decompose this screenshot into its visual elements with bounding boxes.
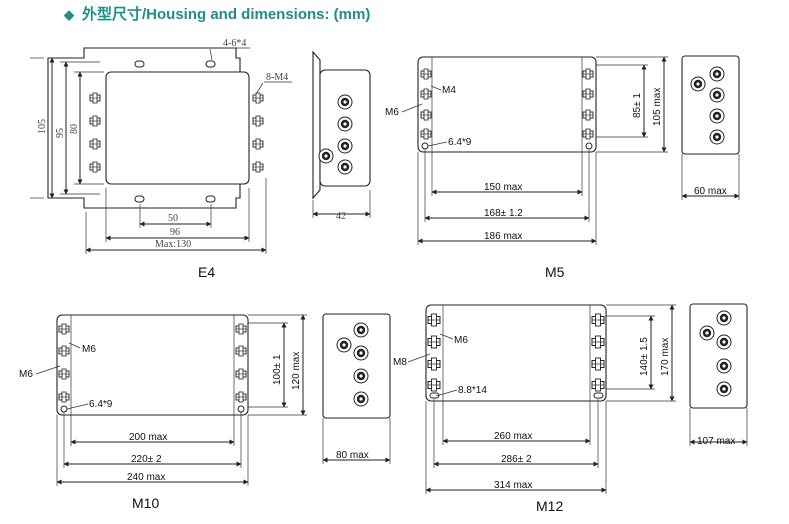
diamond-bullet-icon: ◆ xyxy=(64,7,74,22)
m5-height-105: 105 max xyxy=(652,88,663,126)
m5-body xyxy=(417,56,597,153)
m12-body xyxy=(425,304,607,402)
m12-width-314: 314 max xyxy=(494,480,532,491)
m5-hole-label: 6.4*9 xyxy=(448,137,472,148)
m5-m4-label: M4 xyxy=(442,85,456,96)
mounting-hole-icon xyxy=(585,142,593,150)
m10-m6-label-b: M6 xyxy=(19,369,33,380)
m10-m6-label-a: M6 xyxy=(82,344,96,355)
m5-caption: M5 xyxy=(545,264,565,280)
m5-m6-label: M6 xyxy=(385,107,399,118)
m12-hole-label: 8.8*14 xyxy=(458,385,487,396)
mounting-hole-icon xyxy=(205,60,216,68)
m10-drawing: M6 M6 6.4*9 200 max 220± 2 240 max 100± … xyxy=(19,313,391,511)
m12-caption: M12 xyxy=(536,498,563,514)
mounting-hole-icon xyxy=(134,195,145,203)
m5-height-85: 85± 1 xyxy=(632,93,643,118)
e4-width-96: 96 xyxy=(170,227,180,238)
mounting-hole-icon xyxy=(205,195,216,203)
m12-m6-label: M6 xyxy=(454,335,468,346)
e4-width-max: Max:130 xyxy=(155,239,191,250)
m5-width-150: 150 max xyxy=(484,182,522,193)
e4-width-50: 50 xyxy=(168,213,178,224)
m12-drawing: M6 M8 8.8*14 260 max 286± 2 314 max 140±… xyxy=(393,303,748,514)
m10-width-220: 220± 2 xyxy=(131,454,162,465)
e4-body xyxy=(105,71,250,185)
section-header: ◆ 外型尺寸/Housing and dimensions: (mm) xyxy=(64,3,370,24)
m12-height-140: 140± 1.5 xyxy=(639,337,650,376)
m10-height-100: 100± 1 xyxy=(272,354,283,385)
m10-hole-label: 6.4*9 xyxy=(89,399,113,410)
header-title: 外型尺寸/Housing and dimensions: (mm) xyxy=(82,6,371,23)
m12-m8-label: M8 xyxy=(393,357,407,368)
m12-width-260: 260 max xyxy=(494,431,532,442)
m10-side-width: 80 max xyxy=(336,450,369,461)
mounting-hole-icon xyxy=(593,392,604,399)
e4-height-80: 80 xyxy=(69,124,80,134)
m12-width-286: 286± 2 xyxy=(501,454,532,465)
m5-width-168: 168± 1.2 xyxy=(484,208,523,219)
m5-side-width: 60 max xyxy=(694,186,727,197)
m10-height-120: 120 max xyxy=(291,352,302,390)
m12-side-width: 107 max xyxy=(697,436,735,447)
e4-height-105: 105 xyxy=(37,119,48,134)
m10-width-240: 240 max xyxy=(127,472,165,483)
e4-caption: E4 xyxy=(198,264,215,280)
m10-width-200: 200 max xyxy=(129,432,167,443)
m10-caption: M10 xyxy=(132,495,159,511)
e4-drawing: 4-6*4 8-M4 105 95 80 50 96 Max:130 xyxy=(30,38,371,280)
e4-side-width: 42 xyxy=(336,211,346,222)
m5-width-186: 186 max xyxy=(484,231,522,242)
e4-screws-label: 8-M4 xyxy=(266,72,288,83)
m12-height-170: 170 max xyxy=(660,338,671,376)
m10-body xyxy=(56,314,249,416)
e4-height-95: 95 xyxy=(55,128,66,138)
mounting-hole-icon xyxy=(134,60,145,68)
m5-drawing: M4 M6 6.4*9 150 max 168± 1.2 186 max 85±… xyxy=(385,55,740,280)
e4-holes-label: 4-6*4 xyxy=(223,38,246,49)
